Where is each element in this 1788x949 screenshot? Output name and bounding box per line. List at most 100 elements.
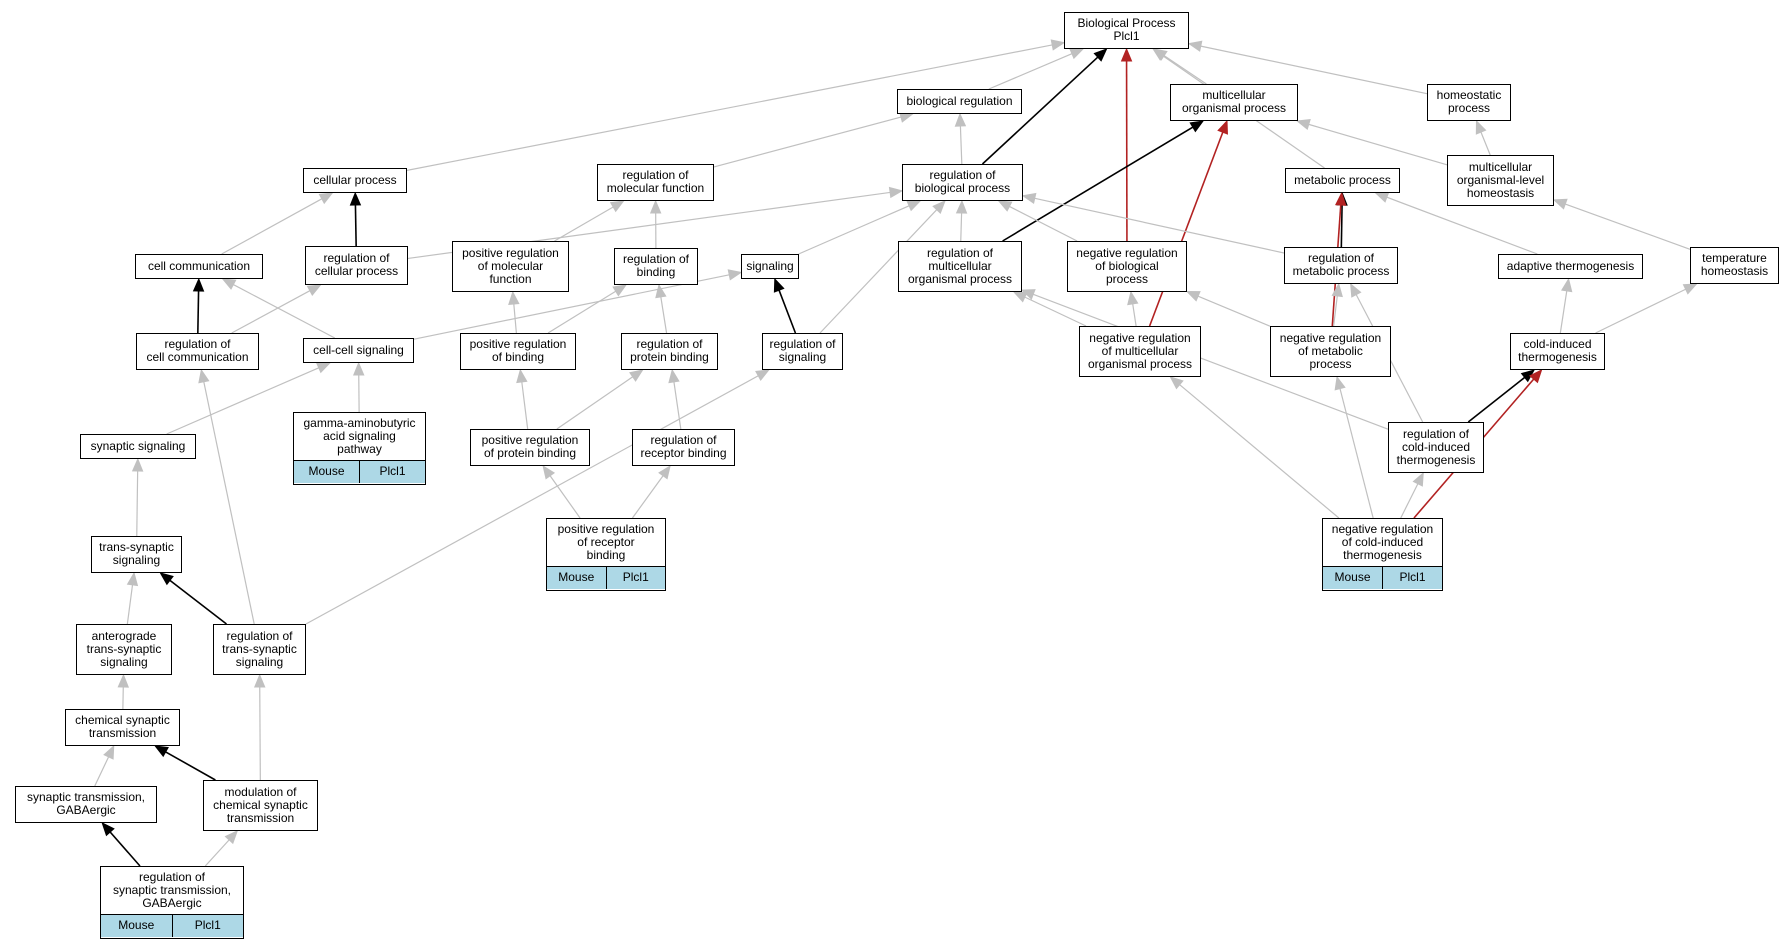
edge-arrowhead — [1331, 282, 1343, 298]
edge-line — [136, 470, 139, 537]
go-term-node: positive regulation of protein binding — [470, 429, 590, 466]
edge-line — [1467, 376, 1526, 423]
edge-arrowhead — [906, 200, 922, 212]
edge-arrowhead — [1295, 118, 1311, 131]
edge-line — [713, 116, 902, 168]
go-term-node: multicellular organismal process — [1170, 84, 1298, 121]
edge-line — [169, 579, 227, 625]
edge-arrowhead — [349, 191, 362, 206]
edge-line — [221, 198, 323, 255]
edge-line — [1480, 131, 1491, 156]
edge-arrowhead — [101, 822, 115, 837]
edge-arrowhead — [955, 199, 968, 214]
edge-line — [1339, 388, 1374, 519]
go-term-node: negative regulation of biological proces… — [1067, 241, 1187, 292]
go-term-label: modulation of chemical synaptic transmis… — [213, 784, 308, 825]
annotation-gene: Plcl1 — [171, 915, 244, 937]
edge-arrowhead — [954, 112, 967, 127]
go-term-node: regulation of binding — [614, 248, 698, 285]
edge-arrowhead — [1050, 39, 1066, 51]
edge-line — [94, 756, 110, 787]
edge-arrowhead — [224, 830, 239, 845]
edge-line — [547, 290, 617, 334]
edge-line — [259, 686, 261, 781]
go-term-label: chemical synaptic transmission — [75, 713, 170, 740]
go-term-node: negative regulation of cold-induced ther… — [1322, 518, 1443, 591]
go-term-label: regulation of biological process — [914, 168, 1011, 195]
go-term-node: Biological Process Plcl1 — [1064, 12, 1189, 49]
edge-line — [231, 290, 311, 334]
edge-line — [1132, 303, 1137, 327]
go-term-label: regulation of synaptic transmission, GAB… — [112, 870, 232, 910]
edge-line — [513, 303, 517, 334]
annotation-gene: Plcl1 — [605, 567, 666, 589]
edge-line — [166, 367, 320, 435]
go-term-label: regulation of receptor binding — [640, 433, 727, 460]
go-term-label: cold-induced thermogenesis — [1518, 337, 1597, 364]
go-term-node: regulation of trans-synaptic signaling — [213, 624, 306, 675]
go-term-label: multicellular organismal process — [1181, 88, 1287, 115]
edge-arrowhead — [1374, 192, 1390, 203]
edge-arrowhead — [1127, 290, 1139, 306]
go-term-label: positive regulation of protein binding — [481, 433, 579, 460]
go-term-label: Biological Process Plcl1 — [1077, 16, 1176, 43]
go-term-node: negative regulation of metabolic process — [1270, 326, 1391, 377]
go-term-node: regulation of cold-induced thermogenesis — [1388, 422, 1484, 473]
go-term-node: synaptic signaling — [80, 434, 196, 459]
edge-arrowhead — [997, 200, 1013, 212]
edge-arrowhead — [1217, 119, 1228, 135]
go-term-label: adaptive thermogenesis — [1506, 258, 1635, 273]
go-term-node: trans-synaptic signaling — [91, 536, 182, 573]
go-term-node: regulation of synaptic transmission, GAB… — [100, 866, 244, 939]
go-term-label: regulation of protein binding — [630, 337, 709, 364]
edge-line — [197, 290, 200, 334]
go-term-node: positive regulation of molecular functio… — [452, 241, 569, 292]
edge-arrowhead — [1020, 289, 1036, 300]
edge-arrowhead — [516, 368, 528, 384]
edge-line — [798, 205, 910, 255]
edge-line — [165, 751, 216, 781]
edge-line — [1163, 55, 1207, 85]
go-term-node: regulation of cellular process — [305, 246, 408, 285]
edge-arrowhead — [1189, 120, 1205, 133]
edge-arrowhead — [773, 277, 785, 293]
go-term-node: regulation of cell communication — [136, 333, 259, 370]
edge-arrowhead — [1093, 48, 1108, 62]
annotation-species: Mouse — [118, 918, 155, 933]
edge-line — [1308, 123, 1448, 166]
edge-line — [1179, 384, 1340, 519]
go-term-node: biological regulation — [897, 89, 1022, 114]
edge-arrowhead — [1169, 376, 1184, 390]
go-term-label: regulation of multicellular organismal p… — [907, 245, 1013, 286]
edge-line — [413, 274, 730, 340]
edge-arrowhead — [508, 290, 520, 305]
go-term-label: temperature homeostasis — [1700, 251, 1769, 278]
edge-arrowhead — [1334, 375, 1346, 391]
edge-line — [1034, 197, 1285, 254]
go-term-label: positive regulation of molecular functio… — [462, 245, 559, 286]
edge-line — [305, 375, 759, 625]
go-term-node: gamma-aminobutyric acid signaling pathwa… — [293, 412, 426, 485]
go-term-node: cellular process — [303, 168, 407, 193]
edge-arrowhead — [668, 368, 680, 384]
go-term-label: metabolic process — [1294, 172, 1391, 187]
edge-arrowhead — [192, 277, 205, 292]
edge-arrowhead — [306, 284, 322, 297]
go-term-node: multicellular organismal-level homeostas… — [1447, 155, 1554, 206]
edge-line — [1197, 295, 1271, 327]
edge-line — [549, 475, 581, 519]
go-term-label: positive regulation of receptor binding — [557, 522, 655, 562]
go-term-label: cell-cell signaling — [313, 342, 404, 357]
go-term-node: temperature homeostasis — [1690, 247, 1779, 284]
edge-arrowhead — [1021, 192, 1037, 205]
edge-arrowhead — [1552, 198, 1568, 210]
go-term-label: negative regulation of biological proces… — [1076, 245, 1178, 286]
edge-line — [204, 839, 230, 867]
go-term-label: regulation of signaling — [769, 337, 836, 364]
go-term-node: anterograde trans-synaptic signaling — [76, 624, 172, 675]
edge-line — [406, 44, 1053, 171]
go-term-node: adaptive thermogenesis — [1498, 254, 1643, 279]
